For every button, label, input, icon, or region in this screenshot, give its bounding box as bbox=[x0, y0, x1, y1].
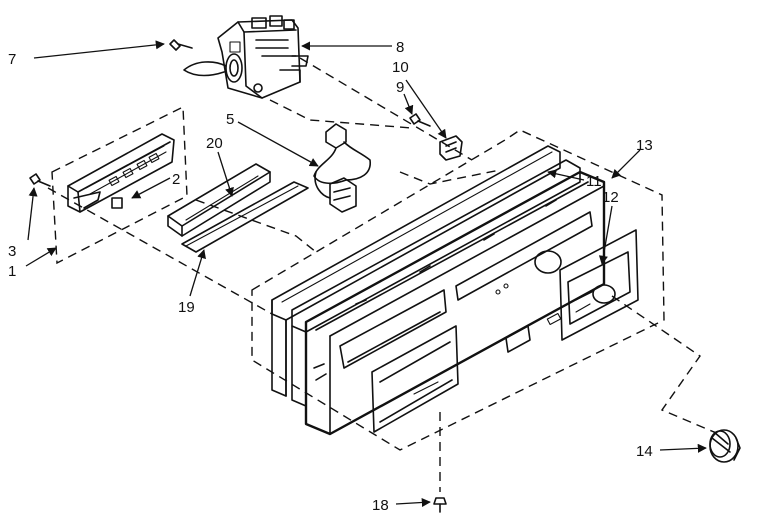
assembly-12-dashed-box bbox=[251, 129, 665, 451]
callout-8: 8 bbox=[396, 39, 404, 56]
console-lower-insert bbox=[371, 325, 459, 433]
assembly-guide-lines bbox=[47, 57, 715, 492]
callout-12: 13 bbox=[636, 137, 653, 154]
callout-10: 10 bbox=[392, 59, 409, 76]
part-9-screw bbox=[409, 113, 431, 127]
callout-labels: 7 8 10 9 5 20 2 3 1 19 13 11 12 14 18 bbox=[8, 39, 653, 514]
callout-20: 20 bbox=[206, 135, 223, 152]
part-1-switch-panel bbox=[67, 133, 175, 213]
part-5-wire-harness bbox=[313, 123, 371, 213]
callout-11: 11 bbox=[586, 173, 602, 190]
part-11-console-front bbox=[304, 170, 606, 436]
callout-9: 9 bbox=[396, 79, 404, 96]
part-10-switch bbox=[439, 135, 463, 161]
callout-1: 1 bbox=[8, 263, 16, 280]
part-13-overlay bbox=[559, 229, 639, 341]
part-8-timer-module bbox=[183, 15, 309, 99]
part-7-screw bbox=[169, 39, 193, 51]
callout-7: 7 bbox=[8, 51, 16, 68]
callout-18: 18 bbox=[372, 497, 389, 514]
part-3-screw bbox=[29, 173, 51, 187]
callout-3: 3 bbox=[8, 243, 16, 260]
callout-13: 12 bbox=[602, 189, 619, 206]
callout-14: 14 bbox=[636, 443, 653, 460]
part-2-button bbox=[111, 197, 123, 209]
assembly-1-dashed-box bbox=[51, 105, 188, 265]
callout-5: 5 bbox=[226, 111, 234, 128]
callout-19: 19 bbox=[178, 299, 195, 316]
part-18-screw bbox=[433, 497, 447, 513]
callout-2: 2 bbox=[172, 171, 180, 188]
part-14-knob bbox=[709, 429, 741, 463]
leader-arrows bbox=[25, 40, 707, 508]
part-20-bracket bbox=[167, 163, 271, 237]
